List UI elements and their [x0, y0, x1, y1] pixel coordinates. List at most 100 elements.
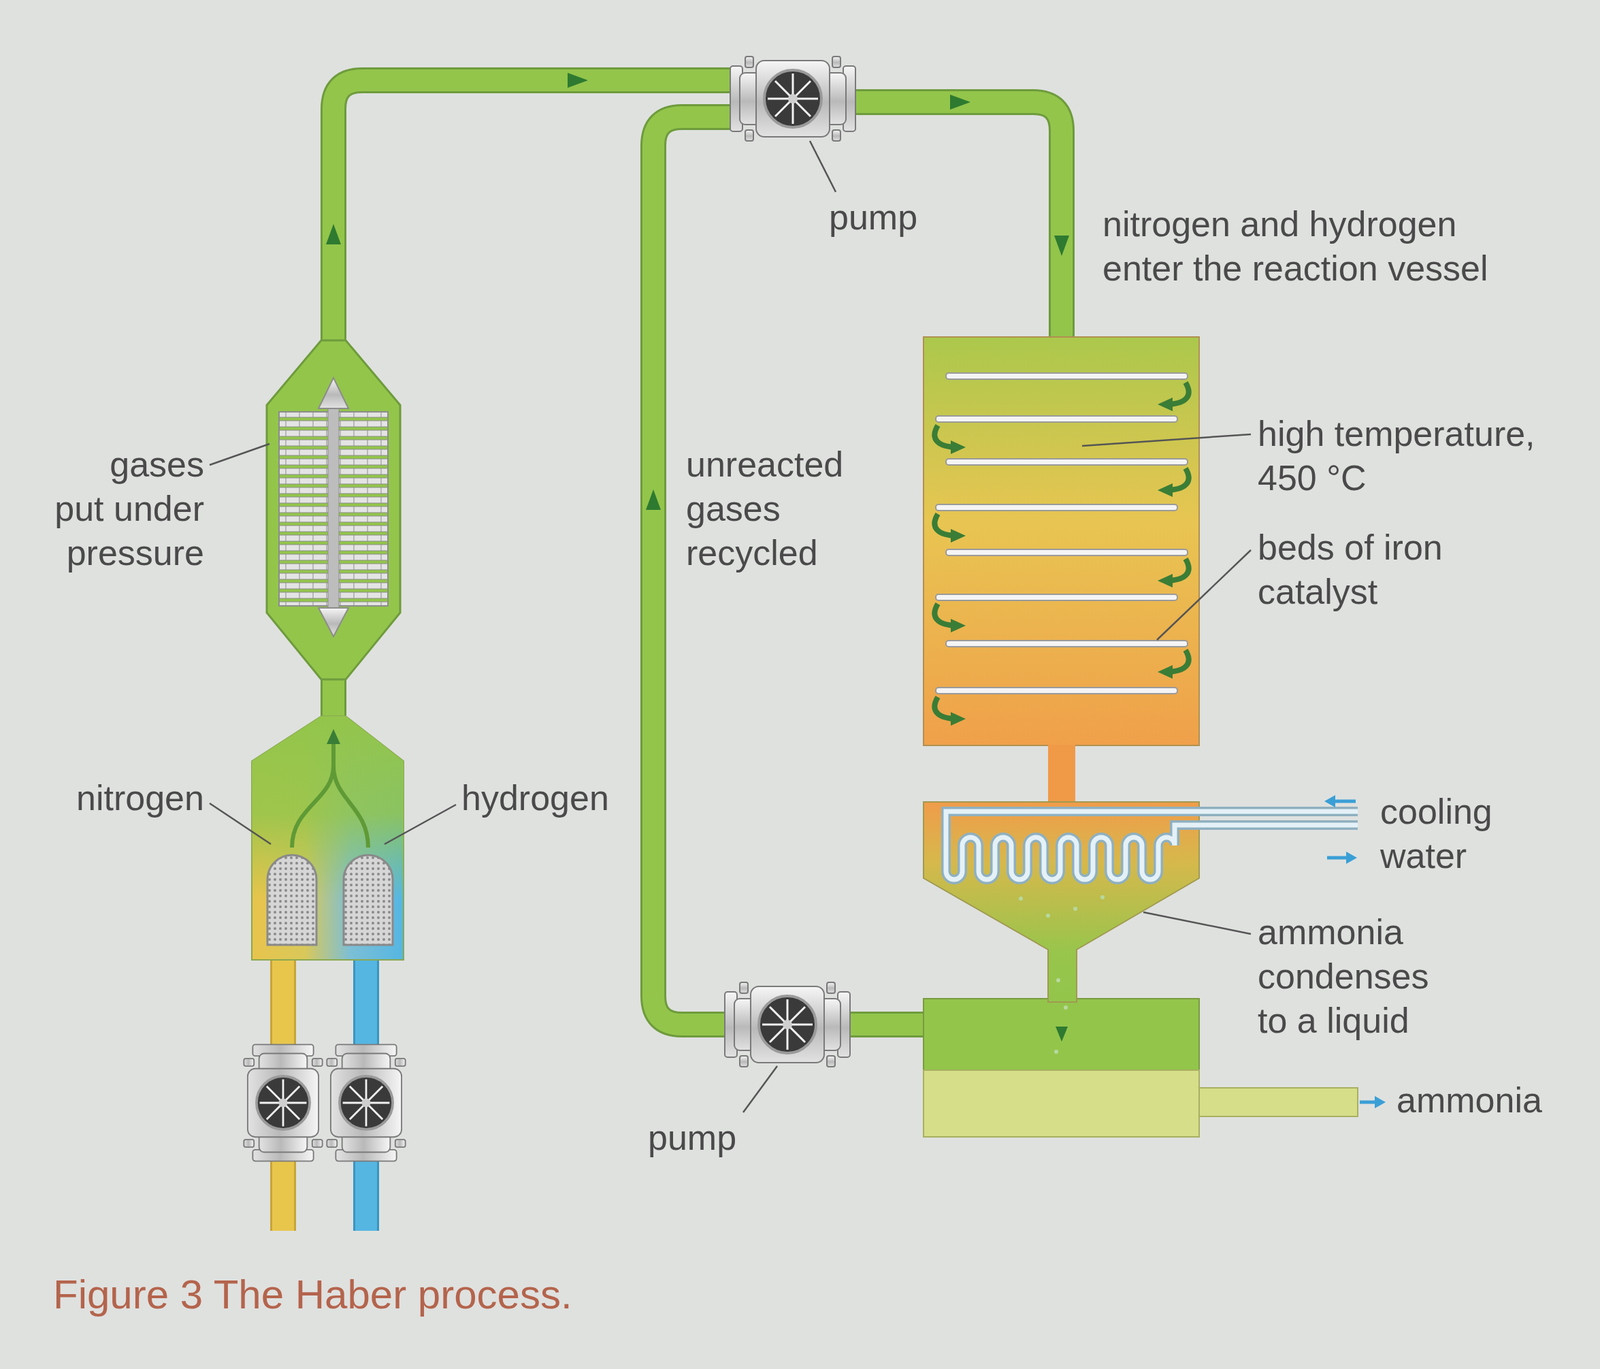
callout-label: pump	[828, 195, 918, 240]
arrowhead	[1346, 851, 1358, 864]
leader-lines	[209, 140, 1251, 1113]
callout-label: ammonia	[1396, 1078, 1543, 1123]
flow-arrowhead	[645, 489, 661, 510]
drop	[1073, 906, 1078, 911]
cooling-coil	[945, 811, 1358, 880]
label-anchor: pump	[828, 195, 918, 240]
leader-line	[1143, 911, 1251, 934]
catalyst-bed	[945, 549, 1188, 556]
flow-arrow	[934, 425, 959, 448]
flow-arrow	[934, 603, 959, 626]
arrow-shaft	[1327, 856, 1349, 860]
label-anchor: ammonia condenses to a liquid	[1257, 909, 1456, 1043]
pump-symbol	[730, 56, 856, 141]
leader-line	[209, 803, 271, 844]
mixing-chamber	[251, 715, 404, 960]
flow-arrow	[934, 513, 959, 536]
compressor-tip	[318, 377, 349, 409]
drop	[1018, 896, 1023, 901]
label-anchor: cooling water	[1380, 789, 1537, 878]
flow-arrow	[1165, 558, 1189, 581]
leader-line	[209, 443, 270, 465]
drop	[1046, 913, 1051, 918]
nitrogen-inlet	[267, 854, 317, 945]
catalyst-bed	[935, 687, 1178, 694]
arrowhead	[1374, 1095, 1386, 1108]
pipe	[320, 673, 347, 722]
flow-arrowhead	[1055, 1026, 1068, 1042]
label-anchor: unreacted gases recycled	[686, 442, 870, 576]
pipe-arrows	[325, 72, 1070, 1042]
drop	[1056, 977, 1061, 983]
drop	[1100, 894, 1105, 900]
flow-arrow	[1165, 382, 1189, 405]
liquid-ammonia	[923, 1069, 1200, 1137]
callout-label: gases put under pressure	[53, 442, 205, 576]
callout-label: nitrogen and hydrogen enter the reaction…	[1102, 202, 1511, 291]
flow-arrowhead	[1054, 235, 1070, 256]
flow-arrow	[333, 736, 369, 848]
catalyst-bed	[945, 458, 1188, 465]
drop	[1063, 1005, 1068, 1010]
compressor	[266, 340, 401, 680]
flow-arrow	[1165, 468, 1189, 491]
label-anchor: beds of iron catalyst	[1257, 525, 1462, 614]
figure-caption: Figure 3 The Haber process.	[53, 1269, 573, 1319]
catalyst-bed	[945, 640, 1188, 647]
flow-arrow	[291, 765, 334, 848]
catalyst-bed	[935, 415, 1178, 422]
label-anchor: hydrogen	[461, 775, 610, 821]
compressor-shaft	[328, 408, 339, 610]
callout-label: unreacted gases recycled	[686, 442, 870, 576]
pump-symbol	[724, 982, 851, 1067]
collecting-tank	[923, 998, 1200, 1070]
pipe	[322, 673, 345, 722]
label-anchor: pump	[647, 1115, 737, 1160]
flow-arrowhead	[950, 94, 971, 110]
catalyst-bed	[935, 504, 1178, 511]
flow-arrow	[934, 696, 959, 719]
condenser	[923, 801, 1200, 1002]
arrowhead	[1324, 794, 1336, 808]
pipe	[847, 1013, 927, 1036]
pump-symbol	[243, 1043, 322, 1161]
leader-line	[1156, 549, 1251, 640]
condensate-drops	[1018, 894, 1105, 1054]
catalyst-beds	[935, 372, 1188, 694]
reaction-vessel	[923, 336, 1200, 746]
leader-line	[743, 1065, 778, 1113]
callout-label: nitrogen	[76, 775, 205, 821]
leader-line	[384, 804, 456, 844]
gas-flow-arrows	[934, 382, 1189, 719]
leader-line	[1082, 434, 1251, 446]
mixing-chamber-shade	[251, 715, 404, 960]
drop	[1054, 1049, 1059, 1054]
callout-label: hydrogen	[461, 775, 610, 821]
compressor-tip	[318, 607, 349, 637]
hydrogen-inlet	[343, 854, 393, 945]
leader-line	[809, 140, 836, 192]
flow-arrowhead	[325, 223, 341, 245]
catalyst-bed	[945, 372, 1188, 380]
arrow-shaft	[1332, 799, 1356, 804]
flow-arrowhead	[567, 72, 589, 88]
cooling-coil-inner	[945, 811, 1358, 880]
ammonia-outlet-pipe	[1194, 1087, 1358, 1117]
callout-label: beds of iron catalyst	[1257, 525, 1462, 614]
label-anchor: gases put under pressure	[53, 442, 205, 576]
callout-label: ammonia condenses to a liquid	[1257, 909, 1456, 1043]
pump-symbol	[326, 1043, 405, 1161]
label-anchor: nitrogen and hydrogen enter the reaction…	[1102, 202, 1511, 291]
arrow-shaft	[1359, 1100, 1377, 1104]
pipe	[847, 1011, 927, 1038]
flow-arrow	[1165, 649, 1189, 672]
callout-label: high temperature, 450 °C	[1257, 411, 1571, 501]
label-anchor: high temperature, 450 °C	[1257, 411, 1571, 501]
vessel-neck	[1048, 744, 1076, 805]
callout-label: pump	[647, 1115, 737, 1160]
label-anchor: nitrogen	[76, 775, 205, 821]
callout-label: cooling water	[1380, 789, 1537, 878]
catalyst-bed	[935, 594, 1178, 601]
